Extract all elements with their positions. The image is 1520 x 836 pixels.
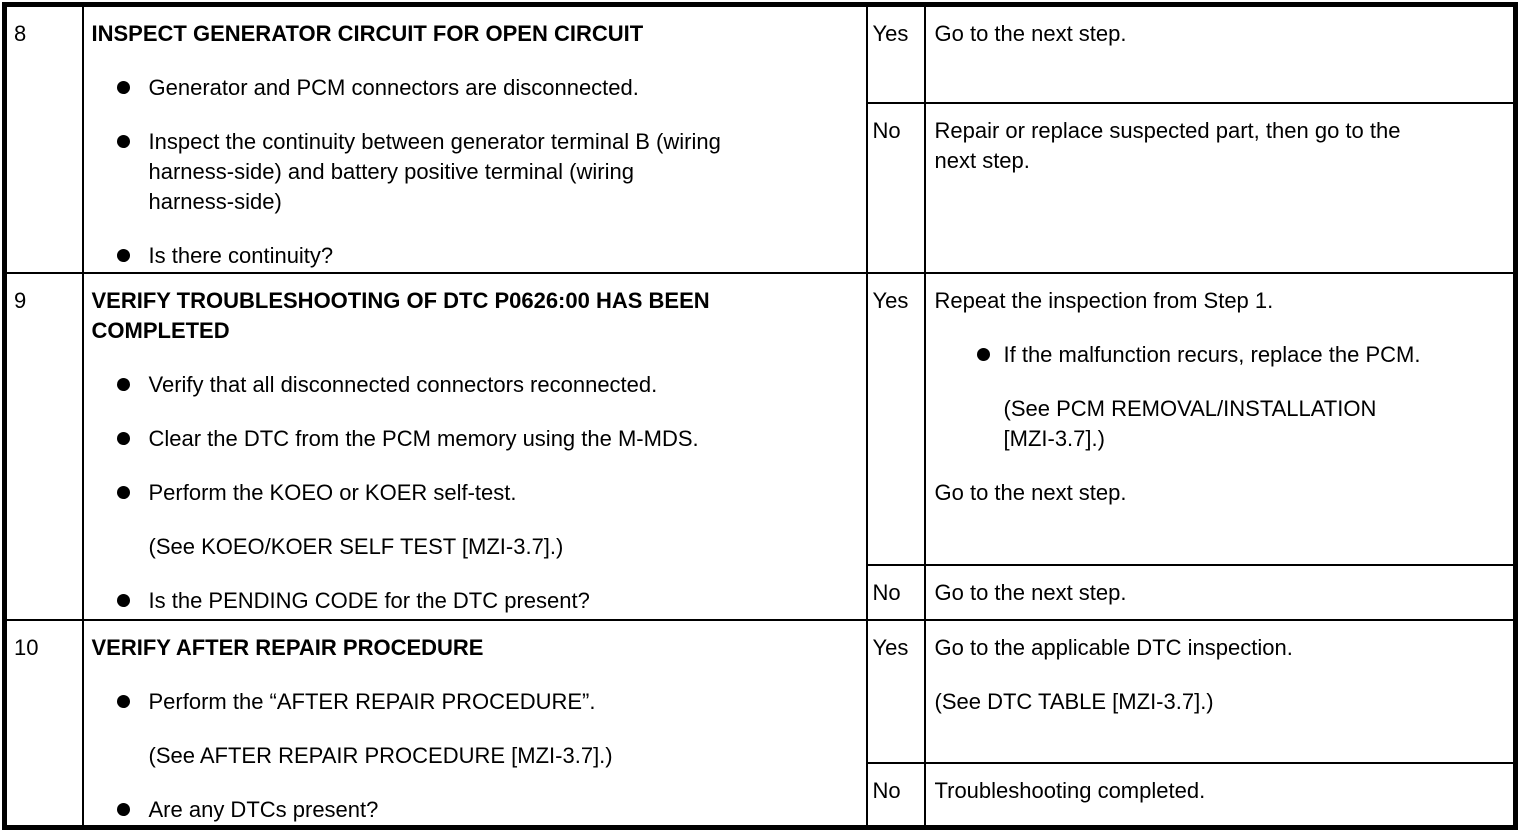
- answer-no-label: No: [872, 117, 901, 143]
- step-number: 9: [14, 287, 27, 313]
- text-item: Troubleshooting completed.: [935, 776, 1506, 806]
- item-text: (See AFTER REPAIR PROCEDURE [MZI-3.7].): [148, 742, 613, 768]
- bullet-item: Clear the DTC from the PCM memory using …: [92, 424, 858, 454]
- bullet-item: Inspect the continuity between generator…: [92, 127, 858, 217]
- result-yes-cell: Repeat the inspection from Step 1. If the…: [923, 271, 1517, 566]
- item-text: Is the PENDING CODE for the DTC present?: [148, 587, 590, 613]
- bullet-icon: [116, 485, 130, 499]
- answer-no-label: No: [872, 777, 901, 803]
- result-yes-cell: Go to the applicable DTC inspection. (See…: [923, 618, 1517, 764]
- step-number-cell: 10: [3, 618, 84, 829]
- item-text: Perform the KOEO or KOER self-test.: [148, 479, 517, 505]
- table-row: 9 VERIFY TROUBLESHOOTING OF DTC P0626:00 …: [3, 271, 1517, 621]
- table-row: 8 INSPECT GENERATOR CIRCUIT FOR OPEN CIRC…: [3, 3, 1517, 274]
- table-body: 8 INSPECT GENERATOR CIRCUIT FOR OPEN CIRC…: [3, 3, 1517, 829]
- note-item: (See AFTER REPAIR PROCEDURE [MZI-3.7].): [92, 741, 858, 771]
- bullet-icon: [976, 347, 990, 361]
- item-text: If the malfunction recurs, replace the P…: [1003, 341, 1421, 367]
- bullet-item: Are any DTCs present?: [92, 795, 858, 825]
- action-title: VERIFY AFTER REPAIR PROCEDURE: [91, 634, 484, 660]
- item-text: Repeat the inspection from Step 1.: [934, 287, 1274, 313]
- item-text: Is there continuity?: [148, 243, 334, 268]
- bullet-icon: [116, 593, 130, 607]
- item-text: Clear the DTC from the PCM memory using …: [148, 425, 699, 451]
- note-item: (See KOEO/KOER SELF TEST [MZI-3.7].): [92, 532, 858, 562]
- step-number: 10: [14, 634, 39, 660]
- bullet-icon: [116, 135, 130, 148]
- answer-yes-label: Yes: [872, 287, 909, 313]
- bullet-item: Verify that all disconnected connectors …: [92, 370, 858, 400]
- answer-no-cell: No: [865, 761, 926, 829]
- step-number-cell: 9: [3, 271, 84, 621]
- bullet-item: Perform the KOEO or KOER self-test.: [92, 478, 858, 508]
- item-text: Go to the next step.: [934, 479, 1127, 505]
- bullet-item: Is the PENDING CODE for the DTC present?: [92, 586, 858, 616]
- answer-yes-label: Yes: [872, 21, 909, 46]
- bullet-icon: [116, 81, 130, 94]
- item-text: (See DTC TABLE [MZI-3.7].): [934, 688, 1214, 714]
- text-item: Go to the next step.: [935, 578, 1506, 608]
- item-text: Are any DTCs present?: [148, 796, 379, 822]
- bullet-icon: [116, 694, 130, 708]
- action-title: VERIFY TROUBLESHOOTING OF DTC P0626:00 H…: [91, 287, 710, 343]
- text-item: Go to the next step.: [935, 19, 1506, 49]
- answer-yes-cell: Yes: [865, 618, 926, 764]
- note-item: (See PCM REMOVAL/INSTALLATION [MZI-3.7].…: [935, 394, 1506, 454]
- text-item: Repair or replace suspected part, then g…: [935, 116, 1506, 176]
- bullet-icon: [116, 802, 130, 816]
- text-item: Repeat the inspection from Step 1.: [935, 286, 1506, 316]
- table-row: No Go to the next step.: [5, 563, 1517, 621]
- answer-yes-cell: Yes: [865, 271, 926, 566]
- answer-yes-label: Yes: [872, 634, 909, 660]
- answer-yes-cell: Yes: [865, 3, 926, 104]
- answer-no-cell: No: [865, 101, 926, 274]
- item-text: Inspect the continuity between generator…: [148, 129, 721, 214]
- bullet-icon: [116, 431, 130, 445]
- answer-no-label: No: [872, 579, 901, 605]
- table-row: No Repair or replace suspected part, then…: [5, 101, 1517, 274]
- bullet-icon: [116, 249, 130, 262]
- answer-no-cell: No: [865, 563, 926, 621]
- item-text: Generator and PCM connectors are disconn…: [148, 75, 639, 100]
- text-item: (See DTC TABLE [MZI-3.7].): [935, 687, 1506, 717]
- bullet-item: Is there continuity?: [92, 241, 858, 271]
- item-text: (See KOEO/KOER SELF TEST [MZI-3.7].): [148, 533, 564, 559]
- action-cell: VERIFY AFTER REPAIR PROCEDURE Perform the…: [81, 618, 868, 829]
- item-text: Repair or replace suspected part, then g…: [934, 117, 1401, 173]
- table-row: 10 VERIFY AFTER REPAIR PROCEDURE Perform t…: [3, 618, 1517, 829]
- table-row: No Troubleshooting completed.: [5, 761, 1517, 829]
- action-title: INSPECT GENERATOR CIRCUIT FOR OPEN CIRCU…: [91, 21, 644, 46]
- item-text: (See PCM REMOVAL/INSTALLATION [MZI-3.7].…: [1003, 395, 1377, 451]
- step-number: 8: [14, 21, 27, 46]
- text-item: Go to the applicable DTC inspection.: [935, 633, 1506, 663]
- action-cell: VERIFY TROUBLESHOOTING OF DTC P0626:00 H…: [81, 271, 868, 621]
- item-text: Go to the next step.: [934, 21, 1127, 46]
- item-text: Troubleshooting completed.: [934, 777, 1206, 803]
- result-no-cell: Troubleshooting completed.: [923, 761, 1517, 829]
- item-text: Go to the applicable DTC inspection.: [934, 634, 1293, 660]
- bullet-item: Perform the “AFTER REPAIR PROCEDURE”.: [92, 687, 858, 717]
- step-number-cell: 8: [3, 3, 84, 274]
- bullet-item: Generator and PCM connectors are disconn…: [92, 73, 858, 103]
- item-text: Verify that all disconnected connectors …: [148, 371, 658, 397]
- action-cell: INSPECT GENERATOR CIRCUIT FOR OPEN CIRCU…: [81, 3, 868, 274]
- result-no-cell: Go to the next step.: [923, 563, 1517, 621]
- item-text: Go to the next step.: [934, 579, 1127, 605]
- text-item: Go to the next step.: [935, 478, 1506, 508]
- result-no-cell: Repair or replace suspected part, then g…: [923, 101, 1517, 274]
- bullet-item: If the malfunction recurs, replace the P…: [935, 340, 1506, 370]
- item-text: Perform the “AFTER REPAIR PROCEDURE”.: [148, 688, 596, 714]
- bullet-icon: [116, 377, 130, 391]
- result-yes-cell: Go to the next step.: [923, 3, 1517, 104]
